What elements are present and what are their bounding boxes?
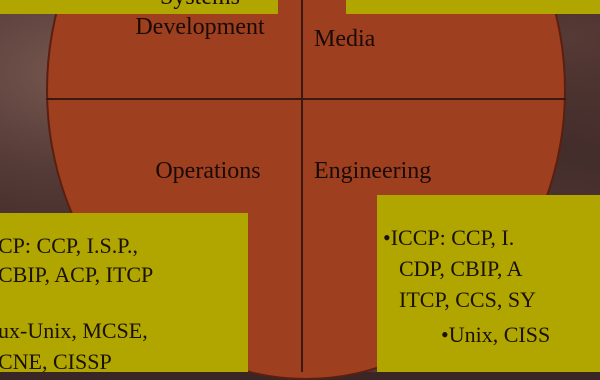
- cert-line: ITCP, CCS, SY: [399, 287, 536, 312]
- systems-label-line1: Systems: [100, 0, 300, 12]
- quadrant-operations: Operations: [118, 156, 298, 186]
- media-label: Media: [314, 26, 376, 52]
- cert-line: CDP, CBIP, A: [399, 256, 523, 281]
- systems-label-line2: Development: [135, 14, 265, 40]
- cert-line: •Unix, CISS: [441, 322, 551, 347]
- vertical-divider: [301, 0, 303, 372]
- horizontal-divider: [46, 98, 566, 100]
- quadrant-systems-development: Systems Development: [100, 0, 300, 42]
- engineering-label: Engineering: [314, 158, 432, 184]
- operations-label: Operations: [155, 158, 261, 184]
- cert-line: CBIP, ACP, ITCP: [0, 262, 154, 287]
- cert-line: CNE, CISSP: [0, 349, 112, 374]
- cert-line: •ICCP: CCP, I.: [383, 225, 515, 250]
- operations-certifications-box: CP: CCP, I.S.P., CBIP, ACP, ITCP ux-Unix…: [0, 213, 248, 374]
- engineering-certifications-box: •ICCP: CCP, I. CDP, CBIP, A ITCP, CCS, S…: [377, 195, 600, 372]
- quadrant-engineering: Engineering: [314, 156, 431, 186]
- cert-line: ux-Unix, MCSE,: [0, 318, 148, 343]
- top-right-label-box: [346, 0, 600, 14]
- quadrant-media: Media: [314, 24, 375, 54]
- cert-line: CP: CCP, I.S.P.,: [0, 233, 139, 258]
- top-left-label-box: [0, 0, 278, 14]
